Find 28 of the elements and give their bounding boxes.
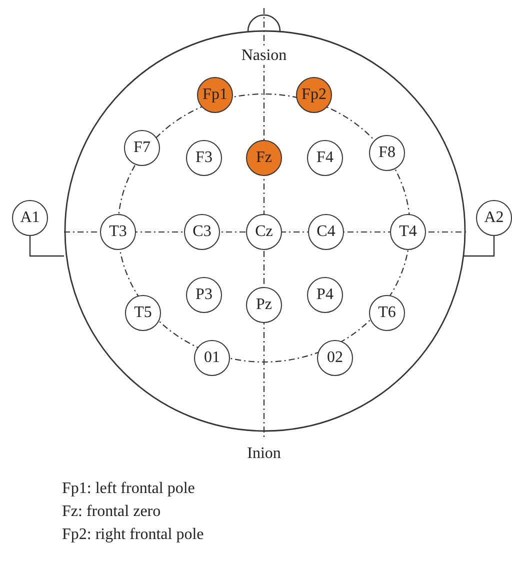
- connector-line: [29, 236, 64, 257]
- electrode-marker: C4: [308, 214, 344, 250]
- head-outline: [64, 30, 466, 432]
- electrode-marker: F4: [307, 140, 343, 176]
- electrode-marker: T4: [390, 214, 426, 250]
- electrode-marker: 01: [194, 340, 230, 376]
- electrode-marker: F7: [124, 130, 160, 166]
- legend-note: Fz: frontal zero: [62, 503, 161, 521]
- electrode-marker: P3: [186, 277, 222, 313]
- connector-line: [464, 236, 495, 257]
- landmark-label: Nasion: [239, 47, 289, 65]
- electrode-marker: 02: [317, 340, 353, 376]
- electrode-marker: Fp2: [296, 77, 332, 113]
- electrode-marker: T3: [100, 214, 136, 250]
- electrode-marker: C3: [184, 214, 220, 250]
- electrode-marker: F8: [369, 135, 405, 171]
- electrode-marker: A1: [12, 200, 48, 236]
- electrode-marker: P4: [307, 277, 343, 313]
- electrode-marker: Fz: [246, 140, 282, 176]
- electrode-marker: F3: [186, 140, 222, 176]
- electrode-marker: A2: [476, 200, 512, 236]
- electrode-marker: Cz: [246, 214, 282, 250]
- electrode-marker: Fp1: [197, 77, 233, 113]
- legend-note: Fp1: left frontal pole: [62, 480, 195, 498]
- electrode-marker: T5: [125, 295, 161, 331]
- electrode-marker: Pz: [246, 287, 282, 323]
- electrode-marker: T6: [369, 295, 405, 331]
- legend-note: Fp2: right frontal pole: [62, 526, 204, 544]
